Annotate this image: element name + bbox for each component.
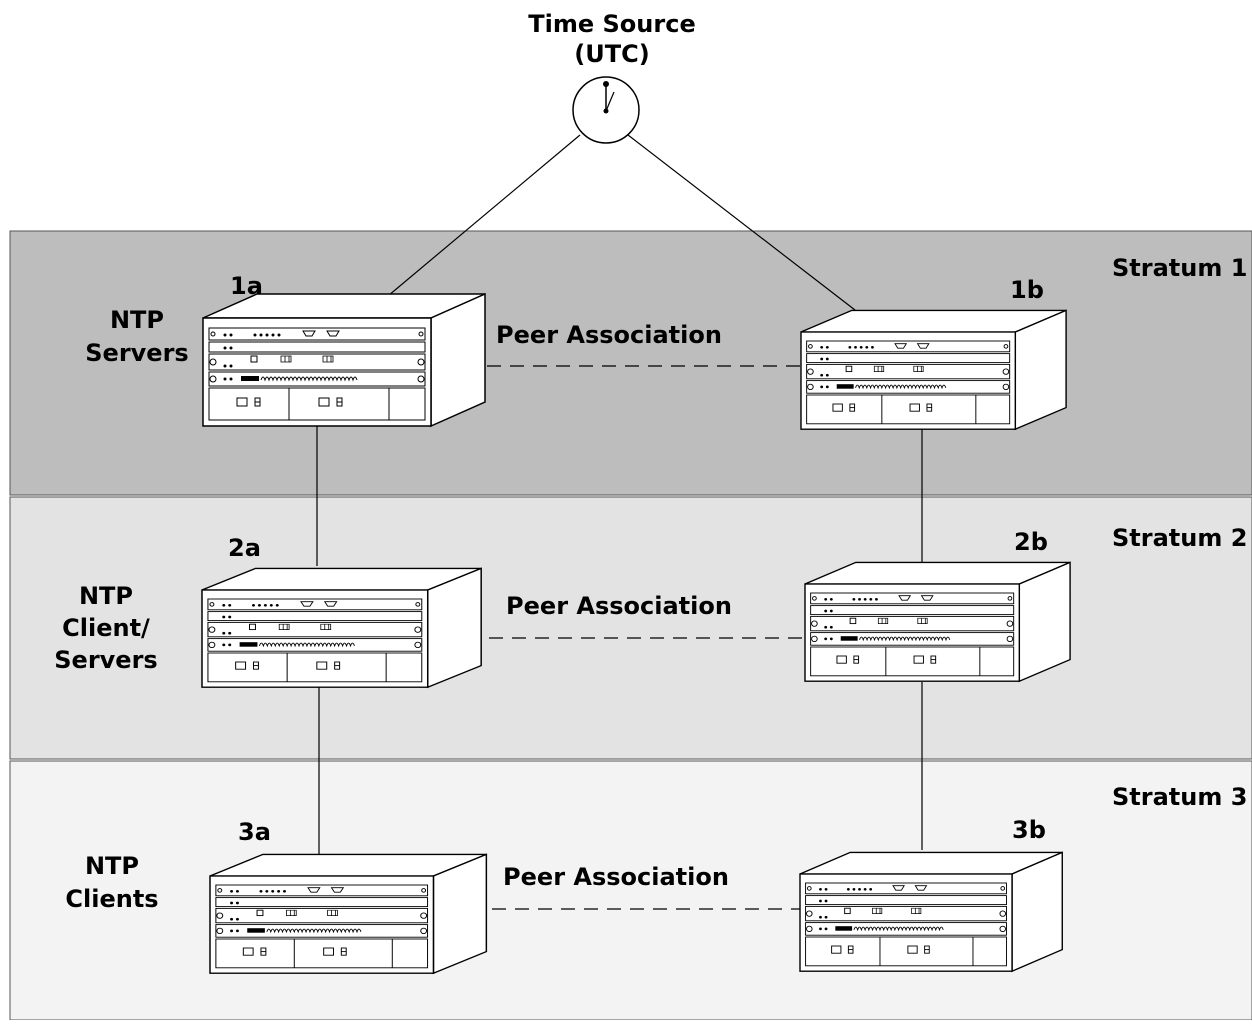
role-label-stratum-2-line-1: NTP <box>79 582 133 610</box>
clock-icon <box>572 76 640 144</box>
stratum-label-1: Stratum 1 <box>1112 254 1247 282</box>
peer-association-label-1: Peer Association <box>496 321 722 349</box>
time-source-subtitle: (UTC) <box>574 40 649 68</box>
role-label-stratum-1-line-2: Servers <box>85 339 188 367</box>
time-source-title: Time Source <box>528 10 695 38</box>
role-label-stratum-3-line-1: NTP <box>85 852 139 880</box>
role-label-stratum-1-line-1: NTP <box>110 306 164 334</box>
router-chassis-icon-1b <box>800 309 1067 430</box>
device-label-2a: 2a <box>228 534 261 562</box>
role-label-stratum-2-line-3: Servers <box>54 646 157 674</box>
stratum-label-3: Stratum 3 <box>1112 783 1247 811</box>
router-chassis-icon-3b <box>799 851 1063 972</box>
device-label-1a: 1a <box>230 272 263 300</box>
device-label-3b: 3b <box>1012 816 1046 844</box>
uplink-time-source-to-1b <box>627 134 856 311</box>
device-label-2b: 2b <box>1014 528 1048 556</box>
uplink-time-source-to-1a <box>375 134 581 307</box>
role-label-stratum-3-line-2: Clients <box>65 885 158 913</box>
role-label-stratum-2-line-2: Client/ <box>62 614 150 642</box>
uplink-lines <box>316 134 923 854</box>
device-label-1b: 1b <box>1010 276 1044 304</box>
router-chassis-icon-1a <box>202 293 486 427</box>
peer-lines <box>441 365 804 910</box>
device-label-3a: 3a <box>238 818 271 846</box>
peer-association-label-2: Peer Association <box>506 592 732 620</box>
router-chassis-icon-2a <box>201 567 482 688</box>
router-chassis-icon-3a <box>209 853 488 974</box>
stratum-label-2: Stratum 2 <box>1112 524 1247 552</box>
router-chassis-icon-2b <box>804 561 1071 682</box>
peer-association-label-3: Peer Association <box>503 863 729 891</box>
